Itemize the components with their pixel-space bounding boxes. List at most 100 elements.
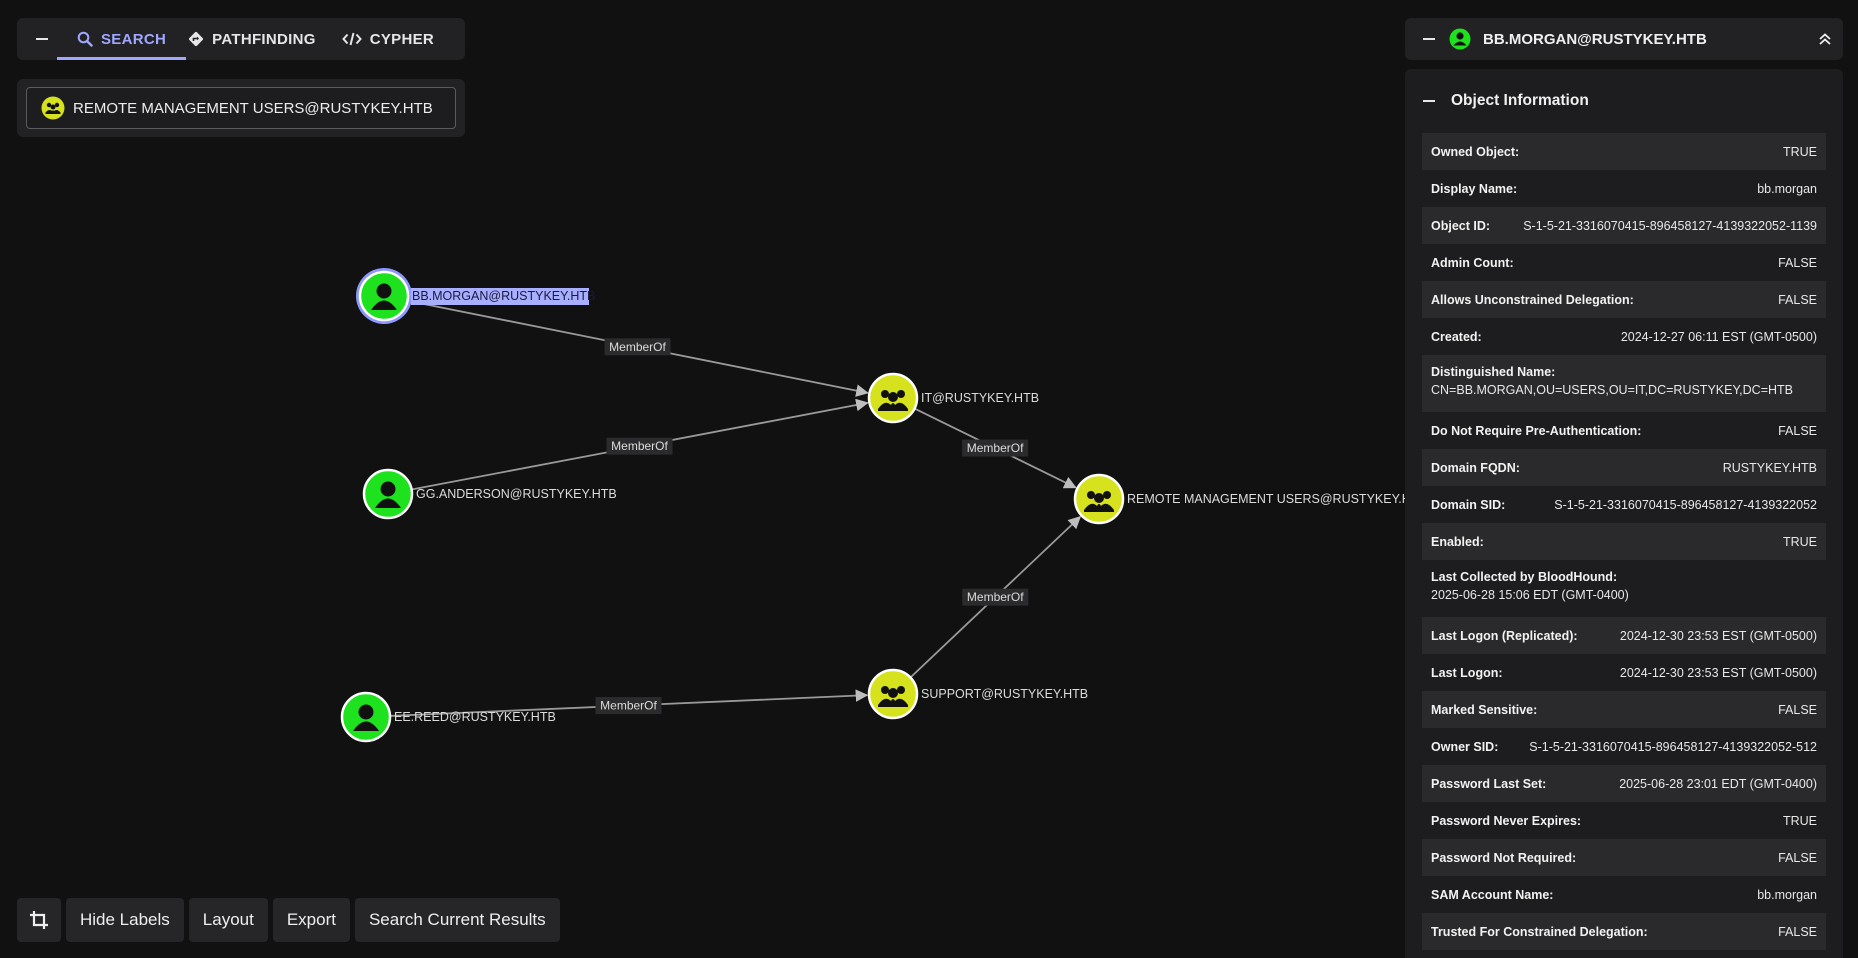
- property-value: 2025-06-28 23:01 EDT (GMT-0400): [1619, 776, 1817, 791]
- node-label: GG.ANDERSON@RUSTYKEY.HTB: [416, 487, 617, 501]
- edge-label: MemberOf: [967, 441, 1024, 455]
- tab-search-label: SEARCH: [101, 30, 167, 48]
- property-row: Owned Object:TRUE: [1422, 133, 1826, 170]
- property-row: SAM Account Name:bb.morgan: [1422, 876, 1826, 913]
- edge-label-bg: [962, 588, 1029, 606]
- property-value: FALSE: [1778, 702, 1817, 717]
- node-label: EE.REED@RUSTYKEY.HTB: [394, 710, 556, 724]
- tab-pathfinding[interactable]: PATHFINDING: [186, 18, 336, 60]
- property-row: Do Not Require Pre-Authentication: FALSE: [1422, 412, 1826, 449]
- property-key: Domain SID:: [1431, 497, 1506, 512]
- property-value: CN=BB.MORGAN,OU=USERS,OU=IT,DC=RUSTYKEY,…: [1431, 383, 1794, 397]
- property-value: FALSE: [1778, 423, 1817, 438]
- property-row: Owner SID:S-1-5-21-3316070415-896458127-…: [1422, 728, 1826, 765]
- property-key: Do Not Require Pre-Authentication:: [1431, 423, 1642, 438]
- property-key: Owner SID:: [1431, 739, 1499, 754]
- section-title: Object Information: [1451, 92, 1589, 109]
- graph-toolbar: Hide Labels Layout Export Search Current…: [17, 898, 560, 942]
- property-row: Last Logon: 2024-12-30 23:53 EST (GMT-050…: [1422, 654, 1826, 691]
- property-value: TRUE: [1782, 534, 1817, 549]
- edge-label: MemberOf: [609, 340, 666, 354]
- graph-node-bbmorgan[interactable]: BB.MORGAN@RUSTYKEY.HTB: [356, 268, 595, 324]
- property-key: Enabled:: [1431, 534, 1484, 549]
- edge-label-bg: [595, 697, 662, 715]
- tab-cypher-label: CYPHER: [369, 30, 435, 48]
- node-label: REMOTE MANAGEMENT USERS@RUSTYKEY.HTB: [1127, 492, 1427, 506]
- property-row: Distinguished Name: CN=BB.MORGAN,OU=USERS…: [1422, 355, 1826, 412]
- property-row: Object ID:S-1-5-21-3316070415-896458127-…: [1422, 207, 1826, 244]
- edge-label-bg: [962, 439, 1029, 457]
- group-icon: [1084, 491, 1114, 512]
- property-row: Domain SID: S-1-5-21-3316070415-896458127…: [1422, 486, 1826, 523]
- graph-node-it[interactable]: IT@RUSTYKEY.HTB: [867, 372, 1039, 424]
- export-button[interactable]: Export: [272, 898, 350, 942]
- property-row: Domain FQDN:RUSTYKEY.HTB: [1422, 449, 1826, 486]
- node-label: BB.MORGAN@RUSTYKEY.HTB: [412, 289, 595, 303]
- code-icon: [341, 32, 362, 46]
- tab-cypher[interactable]: CYPHER: [336, 18, 454, 60]
- object-information-header[interactable]: Object Information: [1405, 69, 1843, 133]
- entity-title: BB.MORGAN@RUSTYKEY.HTB: [1483, 30, 1707, 48]
- property-key: Last Logon (Replicated):: [1431, 628, 1578, 643]
- property-value: 2025-06-28 15:06 EDT (GMT-0400): [1431, 588, 1629, 602]
- property-key: Domain FQDN:: [1431, 460, 1520, 475]
- search-input[interactable]: REMOTE MANAGEMENT USERS@RUSTYKEY.HTB: [26, 87, 456, 129]
- property-key: Password Never Expires:: [1431, 813, 1582, 828]
- graph-node-eereed[interactable]: EE.REED@RUSTYKEY.HTB: [340, 691, 556, 743]
- property-key: Admin Count:: [1431, 255, 1514, 270]
- group-icon: [878, 390, 908, 411]
- property-row: Trusted For Constrained Delegation:FALSE: [1422, 913, 1826, 950]
- collapse-all-button[interactable]: [1807, 21, 1843, 57]
- property-row: Password Never Expires: TRUE: [1422, 802, 1826, 839]
- minus-icon: [36, 38, 48, 40]
- property-value: S-1-5-21-3316070415-896458127-4139322052: [1554, 497, 1817, 512]
- chevron-double-up-icon: [1819, 33, 1831, 45]
- property-row: Admin Count: FALSE: [1422, 244, 1826, 281]
- collapse-entity-panel-button[interactable]: [1419, 24, 1439, 54]
- entity-panel-header: BB.MORGAN@RUSTYKEY.HTB: [1405, 18, 1843, 60]
- property-key: Owned Object:: [1431, 144, 1520, 159]
- property-key: Password Not Required:: [1431, 850, 1577, 865]
- edge-label-bg: [606, 437, 673, 455]
- user-node-icon: [1449, 28, 1471, 50]
- property-row: Allows Unconstrained Delegation:FALSE: [1422, 281, 1826, 318]
- search-icon: [77, 31, 93, 47]
- directions-icon: [189, 31, 204, 47]
- property-key: Password Last Set:: [1431, 776, 1547, 791]
- property-row: Enabled: TRUE: [1422, 523, 1826, 560]
- edge-label: MemberOf: [967, 590, 1024, 604]
- tab-pathfinding-label: PATHFINDING: [212, 30, 316, 48]
- property-key: Last Logon:: [1431, 665, 1503, 680]
- user-icon: [371, 283, 397, 310]
- search-input-value: REMOTE MANAGEMENT USERS@RUSTYKEY.HTB: [73, 99, 433, 117]
- layout-button[interactable]: Layout: [188, 898, 268, 942]
- edge-label: MemberOf: [600, 699, 657, 713]
- tab-search[interactable]: SEARCH: [57, 18, 187, 60]
- property-value: FALSE: [1778, 255, 1817, 270]
- property-key: Display Name:: [1431, 181, 1518, 196]
- collapse-search-button[interactable]: [27, 24, 57, 54]
- graph-node-rmu[interactable]: REMOTE MANAGEMENT USERS@RUSTYKEY.HTB: [1073, 473, 1427, 525]
- edge-label: MemberOf: [611, 439, 668, 453]
- property-value: S-1-5-21-3316070415-896458127-4139322052…: [1523, 218, 1817, 233]
- property-value: bb.morgan: [1757, 887, 1817, 902]
- search-current-results-button[interactable]: Search Current Results: [354, 898, 560, 942]
- user-icon: [353, 704, 379, 731]
- crop-button[interactable]: [17, 898, 61, 942]
- property-row: Created:2024-12-27 06:11 EST (GMT-0500): [1422, 318, 1826, 355]
- search-panel-header: SEARCH PATHFINDING CYPHER: [17, 18, 465, 60]
- search-box-container: REMOTE MANAGEMENT USERS@RUSTYKEY.HTB: [17, 79, 465, 137]
- property-key: Allows Unconstrained Delegation:: [1431, 292, 1634, 307]
- hide-labels-button[interactable]: Hide Labels: [66, 898, 184, 942]
- property-value: bb.morgan: [1757, 181, 1817, 196]
- graph-node-support[interactable]: SUPPORT@RUSTYKEY.HTB: [867, 668, 1088, 720]
- property-value: TRUE: [1782, 813, 1817, 828]
- property-value: FALSE: [1778, 924, 1817, 939]
- property-key: Distinguished Name:: [1431, 365, 1556, 379]
- user-icon: [375, 481, 401, 508]
- property-value: 2024-12-30 23:53 EST (GMT-0500): [1619, 665, 1817, 680]
- graph-node-gganderson[interactable]: GG.ANDERSON@RUSTYKEY.HTB: [362, 468, 617, 520]
